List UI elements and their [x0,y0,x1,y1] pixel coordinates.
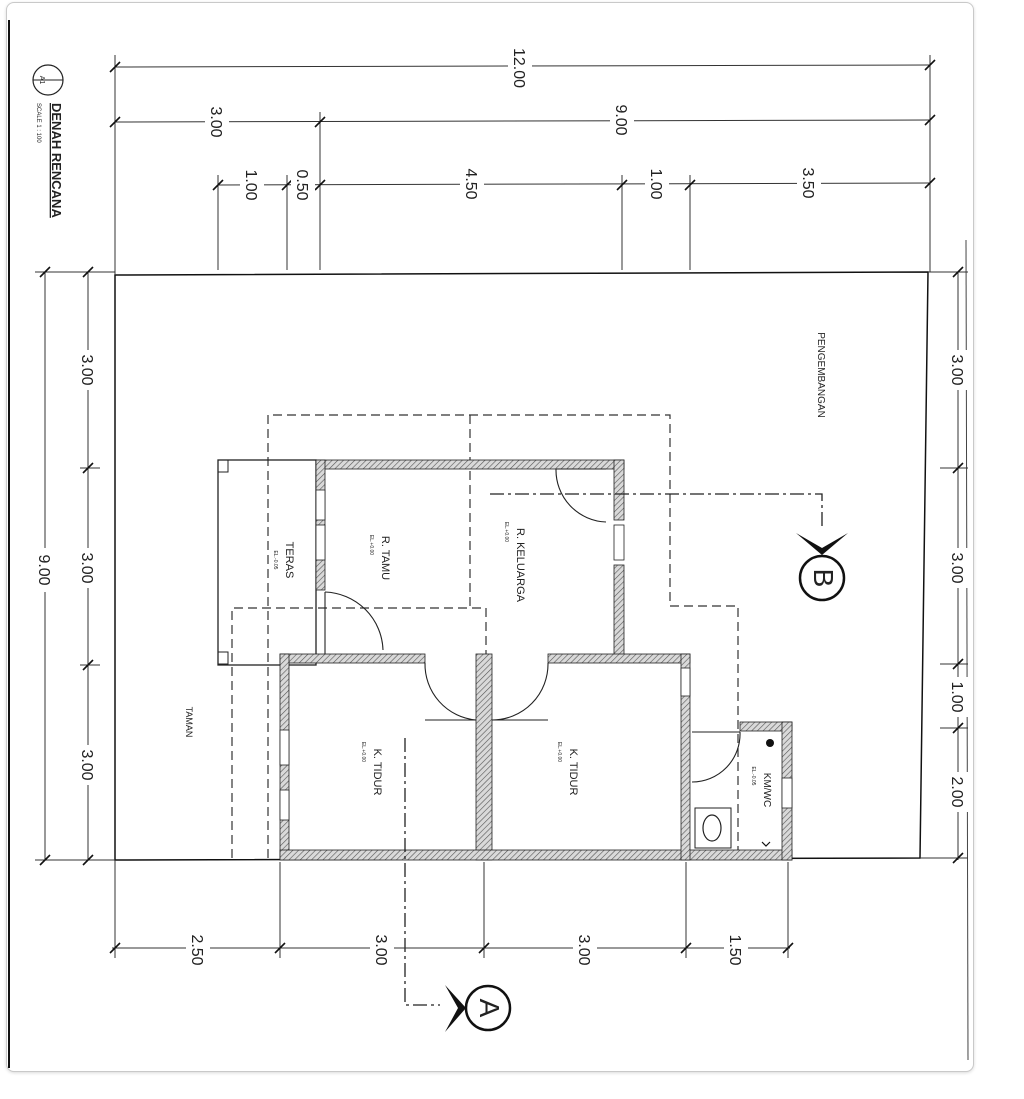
windows [279,489,793,821]
section-label-a: A [474,999,505,1018]
room-tidur2-elev: EL.+0.00 [556,742,562,762]
dim-bottom-1: 2.50 [188,934,205,965]
wall-bottom [279,849,793,861]
dim-right-split-3: 1.00 [948,681,965,712]
dimension-lines [35,55,968,958]
dimension-ticks [39,59,964,954]
section-line-b [490,493,823,528]
room-tidur2-name: K. TIDUR [567,749,579,796]
section-marker-a: A [445,984,512,1032]
room-labels: TERAS EL.-0.05 R. TAMU EL.+0.00 R. KELUA… [184,332,826,807]
dim-right-split-1: 3.00 [948,354,965,385]
section-arrow-a-icon [445,985,466,1032]
walls [279,459,793,861]
section-arrow-b-icon [796,533,848,555]
wall-center [475,653,493,861]
dim-top-total: 12.00 [510,48,527,88]
wall-top [315,459,625,470]
tap-icon [761,841,771,847]
dim-top-detail-2: 0.50 [293,169,310,200]
toilet-box [694,807,732,849]
title-block: A1 DENAH RENCANA SCALE 1 : 100 [32,64,64,218]
room-tidur1-name: K. TIDUR [371,749,383,796]
roof-outline [231,414,739,858]
dim-top-split-1: 3.00 [207,106,224,137]
drawing-scale: SCALE 1 : 100 [35,103,41,143]
room-keluarga-elev: EL.+0.00 [503,522,509,542]
room-teras-name: TERAS [283,542,295,579]
dim-top-detail-5: 3.50 [799,167,816,198]
teras-outline [217,459,317,666]
dim-top-split-2: 9.00 [612,104,629,135]
room-kmwc-name: KM/WC [761,773,772,807]
km-wc-fixtures [694,739,774,849]
wall-keluarga-right-upper [613,459,625,521]
drawing-title: DENAH RENCANA [49,103,64,218]
dim-top-detail-3: 4.50 [462,168,479,199]
dim-left-split-3: 3.00 [78,749,95,780]
room-tamu-elev: EL.+0.00 [368,535,374,555]
room-kmwc-elev: EL.-0.05 [750,767,756,786]
room-teras-elev: EL.-0.05 [272,551,278,570]
floor-drain-icon [766,739,774,747]
doors [324,468,741,783]
dim-top-detail-4: 1.00 [647,168,664,199]
dim-bottom-3: 3.00 [575,934,592,965]
wall-bedroom2-right [680,653,691,861]
dim-top-detail-1: 1.00 [242,169,259,200]
section-marker-b: B [796,533,848,602]
room-tamu-name: R. TAMU [379,536,391,580]
section-label-b: B [808,569,839,588]
dim-right-split-4: 2.00 [948,776,965,807]
section-lines [404,493,823,1006]
dim-bottom-4: 1.50 [726,934,743,965]
title-marker-label: A1 [38,76,45,85]
dimension-labels: 12.00 3.00 9.00 1.00 0.50 4.50 1.00 3.50… [33,46,970,970]
area-taman-label: TAMAN [184,707,194,738]
area-pengembangan-label: PENGEMBANGAN [815,332,826,418]
dim-bottom-2: 3.00 [372,934,389,965]
dim-left-total: 9.00 [35,554,52,585]
wall-keluarga-right-lower [613,564,625,661]
dim-left-split-1: 3.00 [78,354,95,385]
wall-mid-left [279,653,426,664]
section-line-a [404,738,440,1006]
wall-mid-right [547,653,691,664]
dim-left-split-2: 3.00 [78,552,95,583]
room-tidur1-elev: EL.+0.00 [360,742,366,762]
dim-right-split-2: 3.00 [948,552,965,583]
toilet-icon [702,814,722,842]
room-keluarga-name: R. KELUARGA [514,528,526,603]
